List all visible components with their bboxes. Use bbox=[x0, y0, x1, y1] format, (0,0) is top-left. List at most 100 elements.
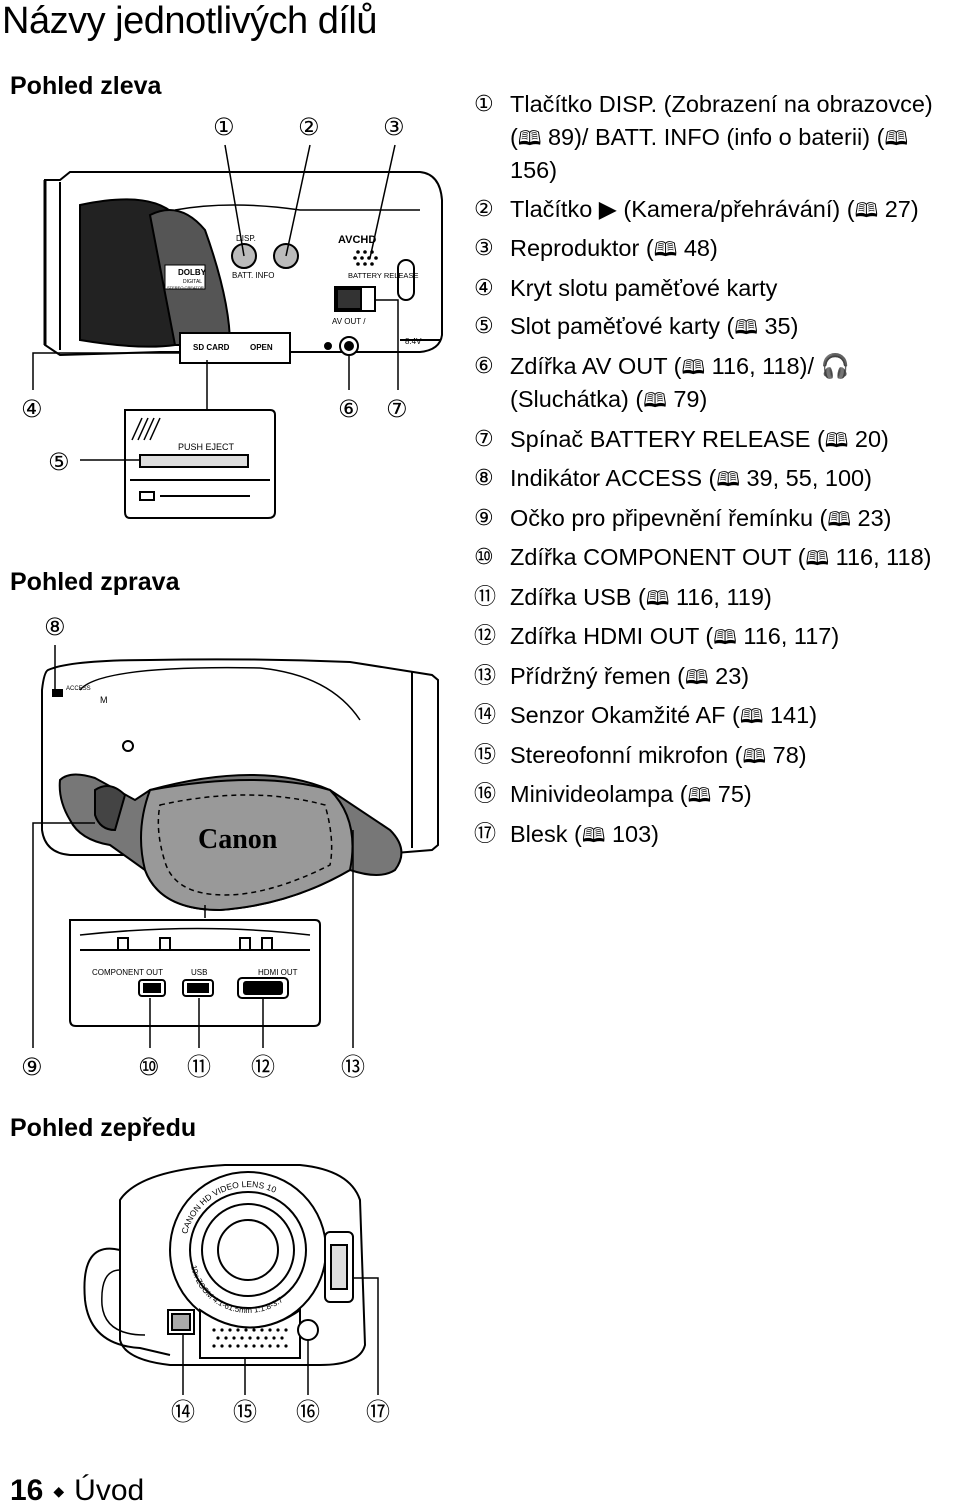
item-text: Tlačítko DISP. (Zobrazení na obrazovce) … bbox=[510, 91, 933, 150]
label-mode-m: M bbox=[100, 695, 108, 705]
item-number: ⑮ bbox=[474, 741, 497, 767]
list-item: ⑦ Spínač BATTERY RELEASE (🕮 20) bbox=[474, 423, 960, 457]
item-text-tail: ) bbox=[809, 702, 818, 728]
page-ref: 103 bbox=[611, 820, 652, 847]
label-batt-info: BATT. INFO bbox=[232, 271, 275, 280]
callout-1: ① bbox=[213, 113, 235, 141]
page-ref: 156 bbox=[510, 157, 550, 183]
page-ref: 78 bbox=[772, 741, 799, 768]
item-text: Zdířka HDMI OUT ( bbox=[510, 623, 714, 649]
item-number: ⑫ bbox=[474, 623, 497, 648]
label-avchd: AVCHD bbox=[338, 234, 376, 246]
callout-2: ② bbox=[298, 113, 320, 141]
list-item: ① Tlačítko DISP. (Zobrazení na obrazovce… bbox=[474, 88, 960, 187]
page-ref: 116, 119 bbox=[675, 583, 764, 610]
page-ref: 23 bbox=[857, 504, 884, 531]
list-item: ⑮ Stereofonní mikrofon (🕮 78) bbox=[474, 739, 960, 773]
item-text: Tlačítko ▶ (Kamera/přehrávání) ( bbox=[510, 195, 855, 222]
diamond-icon: ◆ bbox=[53, 1482, 65, 1499]
page-number: 16 bbox=[10, 1474, 44, 1507]
book-icon: 🕮 bbox=[713, 625, 737, 649]
item-text-tail: ) bbox=[651, 820, 659, 847]
item-text: Zdířka USB ( bbox=[510, 583, 646, 610]
callout-6: ⑥ bbox=[338, 395, 360, 423]
item-number: ⑭ bbox=[474, 702, 497, 727]
item-text: Přídržný řemen ( bbox=[510, 662, 685, 689]
book-icon: 🕮 bbox=[643, 388, 667, 412]
list-item: ⑫ Zdířka HDMI OUT (🕮 116, 117) bbox=[474, 620, 960, 654]
label-av-out: AV OUT / bbox=[332, 317, 366, 326]
mic-grille bbox=[212, 1328, 288, 1348]
callout-3: ③ bbox=[383, 113, 405, 141]
callout-12: ⑫ bbox=[251, 1053, 275, 1081]
callout-9: ⑨ bbox=[21, 1053, 43, 1081]
book-icon: 🕮 bbox=[884, 125, 909, 150]
label-access: ACCESS bbox=[66, 686, 91, 692]
book-icon: 🕮 bbox=[517, 125, 542, 150]
label-disp: DISP. bbox=[236, 234, 256, 243]
brand-logo: Canon bbox=[198, 824, 278, 855]
callout-16: ⑯ bbox=[296, 1398, 320, 1426]
label-open: OPEN bbox=[250, 343, 273, 352]
item-text-tail: ) bbox=[798, 741, 807, 768]
left-view-camera bbox=[43, 171, 443, 364]
book-icon: 🕮 bbox=[687, 783, 712, 807]
label-battery-release: BATTERY RELEASE bbox=[348, 271, 418, 280]
callout-8: ⑧ bbox=[44, 613, 66, 641]
item-text: Spínač BATTERY RELEASE ( bbox=[510, 425, 825, 452]
item-text-tail: )/ BATT. INFO (info o baterii) ( bbox=[574, 123, 885, 150]
callout-13: ⑬ bbox=[341, 1053, 365, 1081]
right-callout-lines bbox=[32, 645, 354, 1048]
page-ref: 116, 118 bbox=[835, 544, 924, 570]
item-text-tail: ) bbox=[881, 425, 889, 452]
parts-list: ① Tlačítko DISP. (Zobrazení na obrazovce… bbox=[474, 88, 960, 857]
label-sd-card: SD CARD bbox=[193, 343, 230, 352]
page-ref: 23 bbox=[715, 662, 742, 689]
page-ref: 48 bbox=[683, 235, 710, 261]
item-text-tail: ) bbox=[741, 662, 750, 689]
label-dolby-sub: DIGITAL bbox=[183, 279, 202, 285]
book-icon: 🕮 bbox=[739, 704, 764, 728]
left-view-labels: DISP. BATT. INFO AVCHD DOLBY DIGITAL STE… bbox=[167, 234, 422, 352]
list-item: ⑥ Zdířka AV OUT (🕮 116, 118)/ 🎧 (Sluchát… bbox=[474, 350, 960, 417]
page-footer: 16 ◆ Úvod bbox=[10, 1474, 144, 1508]
front-callout-lines bbox=[182, 1277, 379, 1395]
section-name: Úvod bbox=[74, 1474, 145, 1507]
list-item: ⑨ Očko pro připevnění řemínku (🕮 23) bbox=[474, 502, 960, 536]
book-icon: 🕮 bbox=[653, 237, 678, 261]
book-icon: 🕮 bbox=[805, 546, 830, 570]
connector-panel-inset bbox=[69, 905, 321, 1027]
item-text-tail: ) bbox=[883, 504, 892, 531]
callout-17: ⑰ bbox=[366, 1398, 390, 1426]
right-view-camera bbox=[41, 658, 439, 912]
view-label-right: Pohled zprava bbox=[10, 568, 180, 596]
item-text-tail: ) bbox=[743, 781, 752, 807]
item-text-tail: ) bbox=[910, 195, 919, 222]
item-number: ⑧ bbox=[474, 465, 494, 490]
book-icon: 🕮 bbox=[685, 664, 709, 689]
item-text-tail: )/ 🎧 (Sluchátka) ( bbox=[510, 352, 850, 413]
page-ref: 20 bbox=[854, 425, 882, 452]
item-number: ① bbox=[474, 91, 494, 116]
list-item: ⑯ Minivideolampa (🕮 75) bbox=[474, 778, 960, 812]
list-item: ③ Reproduktor (🕮 48) bbox=[474, 232, 960, 266]
label-dolby: DOLBY bbox=[178, 268, 207, 277]
item-text: Senzor Okamžité AF ( bbox=[510, 702, 740, 728]
item-number: ④ bbox=[474, 274, 494, 300]
callout-10: ⑩ bbox=[138, 1053, 160, 1081]
item-text: Slot paměťové karty ( bbox=[510, 313, 735, 339]
label-voltage: 8.4V bbox=[405, 337, 422, 346]
book-icon: 🕮 bbox=[827, 506, 851, 531]
item-text-tail: ) bbox=[790, 313, 799, 339]
book-icon: 🕮 bbox=[734, 315, 758, 339]
item-text: Zdířka COMPONENT OUT ( bbox=[510, 544, 806, 570]
callout-15: ⑮ bbox=[233, 1398, 257, 1426]
item-text-tail: ) bbox=[699, 386, 708, 412]
item-number: ⑨ bbox=[474, 504, 494, 530]
callout-14: ⑭ bbox=[171, 1398, 195, 1426]
item-number: ⑩ bbox=[474, 544, 494, 569]
page-ref: 35 bbox=[764, 313, 791, 339]
list-item: ⑭ Senzor Okamžité AF (🕮 141) bbox=[474, 699, 960, 733]
book-icon: 🕮 bbox=[581, 822, 606, 847]
